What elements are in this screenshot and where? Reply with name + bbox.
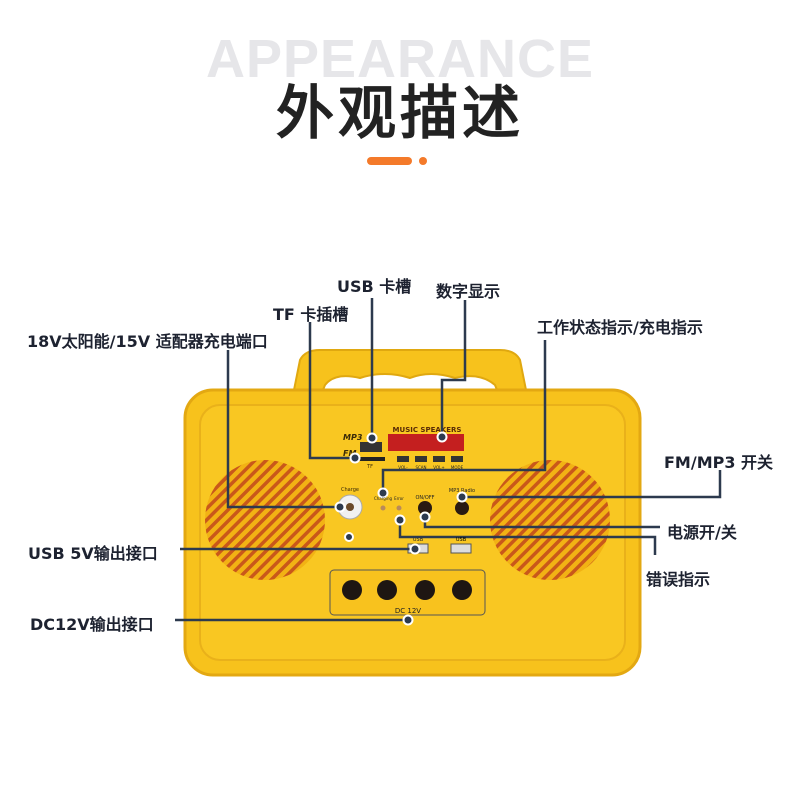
usb-label-2: USB: [456, 537, 467, 543]
speaker-left: [205, 460, 325, 580]
power-switch: [418, 501, 432, 515]
charge-label: Charge: [341, 487, 359, 493]
charging-label: Charging: [374, 496, 393, 501]
page-title: 外观描述: [275, 79, 524, 147]
button-label: VOL+: [433, 465, 444, 470]
fm-label: FM: [343, 449, 356, 458]
accent-dot: [419, 157, 427, 165]
callout-error-indicator: 错误指示: [646, 570, 711, 589]
callout-dc-output: DC12V输出接口: [30, 615, 154, 634]
tf-label: TF: [366, 464, 373, 470]
mp3-label: MP3: [343, 433, 363, 442]
usb-port-2: [450, 543, 472, 554]
callout-fm-mp3-switch: FM/MP3 开关: [664, 453, 774, 472]
callout-power-switch: 电源开/关: [667, 523, 737, 542]
usb-slot: [360, 442, 382, 452]
mode-switch: [455, 501, 469, 515]
callout-dots: [334, 431, 468, 626]
dc-label: DC 12V: [395, 607, 421, 615]
error-led: [396, 505, 402, 511]
callout-tf-slot: TF 卡插槽: [273, 305, 349, 324]
error-label: Error: [394, 496, 404, 501]
button-label: MODE: [451, 465, 464, 470]
tf-slot: [355, 457, 385, 461]
accent-bar: [367, 157, 412, 165]
onoff-label: ON/OFF: [415, 495, 434, 501]
callout-digital-display: 数字显示: [436, 282, 501, 301]
callout-usb-slot: USB 卡槽: [337, 277, 412, 296]
button-label: SCAN: [415, 465, 426, 470]
handle: [288, 349, 532, 411]
mp3-radio-label: MP3 Radio: [449, 488, 475, 494]
charging-led: [380, 505, 386, 511]
panel-text: MUSIC SPEAKERS: [393, 426, 462, 434]
usb-label: USB: [413, 537, 424, 543]
background-word: APPEARANCE: [205, 29, 595, 89]
callout-status-indicator: 工作状态指示/充电指示: [537, 318, 703, 337]
speaker-right: [490, 460, 610, 580]
button-label: VOL-: [398, 465, 408, 470]
callout-usb-output: USB 5V输出接口: [28, 544, 158, 563]
control-buttons: [397, 456, 463, 462]
digital-display: [388, 434, 464, 451]
callout-charge-port: 18V太阳能/15V 适配器充电端口: [27, 332, 268, 351]
